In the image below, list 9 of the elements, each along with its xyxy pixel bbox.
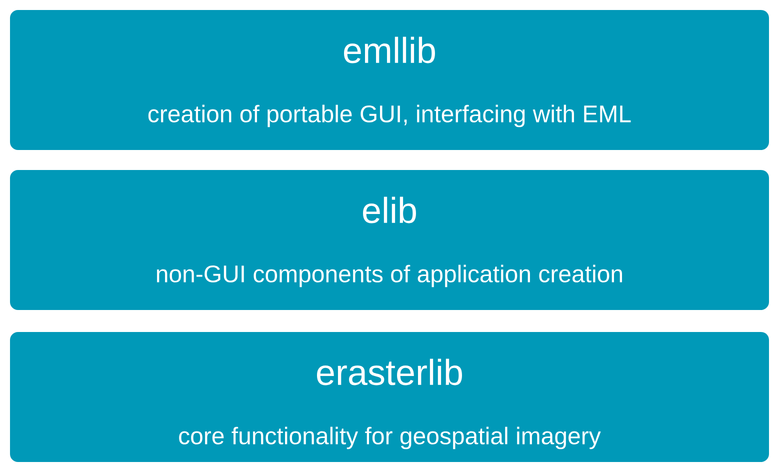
layer-title: elib — [363, 196, 416, 224]
layer-box — [10, 332, 769, 462]
layer-box — [10, 170, 769, 310]
layer-description: creation of portable GUI, interfacing with EML — [148, 104, 631, 128]
layer-title: erasterlib — [317, 358, 462, 386]
layer-title: emllib — [344, 36, 435, 64]
layer-box — [10, 10, 769, 150]
layer-description: core functionality for geospatial imagery — [179, 426, 601, 450]
layer-description: non-GUI components of application creation — [156, 264, 622, 288]
